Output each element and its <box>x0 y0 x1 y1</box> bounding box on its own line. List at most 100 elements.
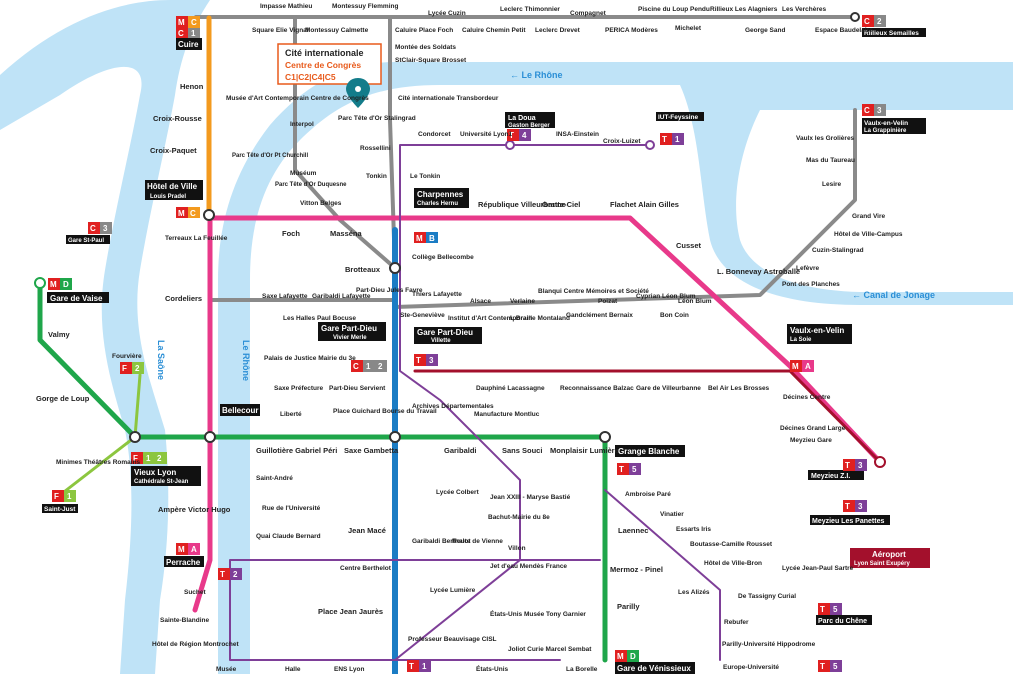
station-dot[interactable] <box>204 431 216 443</box>
station-dot[interactable] <box>203 209 215 221</box>
station-label[interactable]: Villon <box>508 545 526 552</box>
station-label[interactable]: Bel Air Les Brosses <box>708 385 770 392</box>
station-label[interactable]: Parilly <box>617 602 640 611</box>
box-cuire[interactable]: Cuire <box>176 38 202 50</box>
station-dot[interactable] <box>505 140 515 150</box>
station-label[interactable]: Croix-Rousse <box>153 114 202 123</box>
station-label[interactable]: Reconnaissance Balzac <box>560 385 634 392</box>
station-label[interactable]: Muséum <box>290 170 317 177</box>
station-label[interactable]: Garibaldi Berthelot <box>412 538 471 545</box>
station-label[interactable]: Caluire Chemin Petit <box>462 27 526 34</box>
station-label[interactable]: Professeur Beauvisage CISL <box>408 636 497 643</box>
station-label[interactable]: Halle <box>285 666 301 673</box>
station-dot[interactable] <box>34 277 46 289</box>
station-label[interactable]: Montée des Soldats <box>395 44 456 51</box>
station-label[interactable]: Interpol <box>290 121 314 128</box>
box-bellecour[interactable]: Bellecour <box>220 404 260 416</box>
station-label[interactable]: Joliot Curie Marcel Sembat <box>508 646 592 653</box>
station-label[interactable]: Gandclément Bernaix <box>566 312 633 319</box>
box-meyzieu-zi[interactable]: Meyzieu Z.I. <box>808 470 864 480</box>
station-label[interactable]: Collège Bellecombe <box>412 254 474 261</box>
station-dot[interactable] <box>850 12 860 22</box>
station-label[interactable]: Liberté <box>280 411 302 418</box>
station-label[interactable]: Part-Dieu Jules Favre <box>356 287 423 294</box>
box-saint-just[interactable]: Saint-Just <box>42 504 78 513</box>
station-label[interactable]: Pont des Planches <box>782 281 840 288</box>
station-label[interactable]: Garibaldi <box>444 446 477 455</box>
station-label[interactable]: Les Alizés <box>678 589 710 596</box>
station-label[interactable]: Cité internationale Transbordeur <box>398 95 499 102</box>
station-dot[interactable] <box>874 456 886 468</box>
station-label[interactable]: Jet d'eau Mendès France <box>490 563 567 570</box>
station-label[interactable]: Léon Blum <box>678 298 712 305</box>
station-label[interactable]: Musée d'Art Contemporain Centre de Congr… <box>226 95 369 102</box>
station-label[interactable]: La Borelle <box>566 666 598 673</box>
station-label[interactable]: Ampère Victor Hugo <box>158 505 231 514</box>
station-label[interactable]: Espace Baudelaire <box>815 27 873 34</box>
station-label[interactable]: Guillotière Gabriel Péri <box>256 446 337 455</box>
station-label[interactable]: Rebufer <box>724 619 749 626</box>
station-label[interactable]: Europe-Université <box>723 664 779 671</box>
station-label[interactable]: L. Bonnevay Astroballe <box>717 267 800 276</box>
station-label[interactable]: Lycée Lumière <box>430 587 476 594</box>
box-iut-feyssine[interactable]: IUT-Feyssine <box>656 112 704 121</box>
station-label[interactable]: Montessuy Flemming <box>332 3 398 10</box>
station-label[interactable]: George Sand <box>745 27 785 34</box>
station-label[interactable]: Monplaisir Lumière <box>550 446 619 455</box>
station-label[interactable]: États-Unis <box>476 664 509 673</box>
station-label[interactable]: Parc Tête d'Or Stalingrad <box>338 115 416 122</box>
station-label[interactable]: Cyprian Léon Blum <box>636 293 696 300</box>
station-label[interactable]: Foch <box>282 229 300 238</box>
station-label[interactable]: Piscine du Loup Pendu <box>638 6 710 13</box>
station-label[interactable]: Verlaine <box>510 298 535 305</box>
station-label[interactable]: Blanqui Centre Mémoires et Société <box>538 288 649 295</box>
station-label[interactable]: Vinatier <box>660 511 684 518</box>
station-label[interactable]: Cordeliers <box>165 294 202 303</box>
station-label[interactable]: Croix-Luizet <box>603 138 641 145</box>
station-label[interactable]: Leclerc Thimonnier <box>500 6 560 13</box>
station-label[interactable]: Gratte-Ciel <box>542 200 580 209</box>
station-dot[interactable] <box>389 431 401 443</box>
station-label[interactable]: Quai Claude Bernard <box>256 533 321 540</box>
station-label[interactable]: Meyzieu Gare <box>790 437 832 444</box>
station-label[interactable]: Saxe Lafayette <box>262 293 308 300</box>
station-label[interactable]: Caluire Place Foch <box>395 27 453 34</box>
station-label[interactable]: StClair-Square Brosset <box>395 57 467 64</box>
station-label[interactable]: Grand Vire <box>852 213 886 220</box>
station-label[interactable]: Institut d'Art Contemporain <box>448 315 532 322</box>
station-label[interactable]: Palais de Justice Mairie du 3e <box>264 355 356 362</box>
station-label[interactable]: Compagnet <box>570 10 607 17</box>
station-label[interactable]: ENS Lyon <box>334 666 364 673</box>
station-dot[interactable] <box>129 431 141 443</box>
station-label[interactable]: Parc Tête d'Or Pt Churchill <box>232 153 308 159</box>
station-label[interactable]: Rue de l'Université <box>262 505 321 512</box>
station-label[interactable]: Tonkin <box>366 173 387 180</box>
station-label[interactable]: Parilly-Université Hippodrome <box>722 641 816 648</box>
station-label[interactable]: Place Guichard Bourse du Travail <box>333 408 437 415</box>
station-label[interactable]: Hôtel de Région Montrochet <box>152 641 240 648</box>
box-gare-st-paul[interactable]: Gare St-Paul <box>66 235 110 244</box>
station-label[interactable]: Square Elie Vignal <box>252 27 309 34</box>
station-label[interactable]: Université Lyon1 <box>460 131 513 138</box>
station-label[interactable]: Dauphiné Lacassagne <box>476 385 545 392</box>
station-label[interactable]: Parc Tête d'Or Duquesne <box>275 182 347 188</box>
station-label[interactable]: Vitton Belges <box>300 200 342 207</box>
station-label[interactable]: Lycée Cuzin <box>428 10 466 17</box>
station-label[interactable]: Jean Macé <box>348 526 386 535</box>
station-label[interactable]: Saint-André <box>256 475 293 482</box>
station-dot[interactable] <box>599 431 611 443</box>
box-gare-de-vaise[interactable]: Gare de Vaise <box>47 292 109 303</box>
station-label[interactable]: Mas du Taureau <box>806 157 855 164</box>
station-label[interactable]: Fourvière <box>112 353 142 360</box>
station-label[interactable]: Les Verchères <box>782 6 826 13</box>
station-label[interactable]: Cusset <box>676 241 702 250</box>
station-label[interactable]: Michelet <box>675 25 702 32</box>
station-label[interactable]: Brotteaux <box>345 265 381 274</box>
station-label[interactable]: Boutasse-Camille Rousset <box>690 541 773 548</box>
station-label[interactable]: Thiers Lafayette <box>412 291 462 298</box>
station-label[interactable]: Leclerc Drevet <box>535 27 581 34</box>
